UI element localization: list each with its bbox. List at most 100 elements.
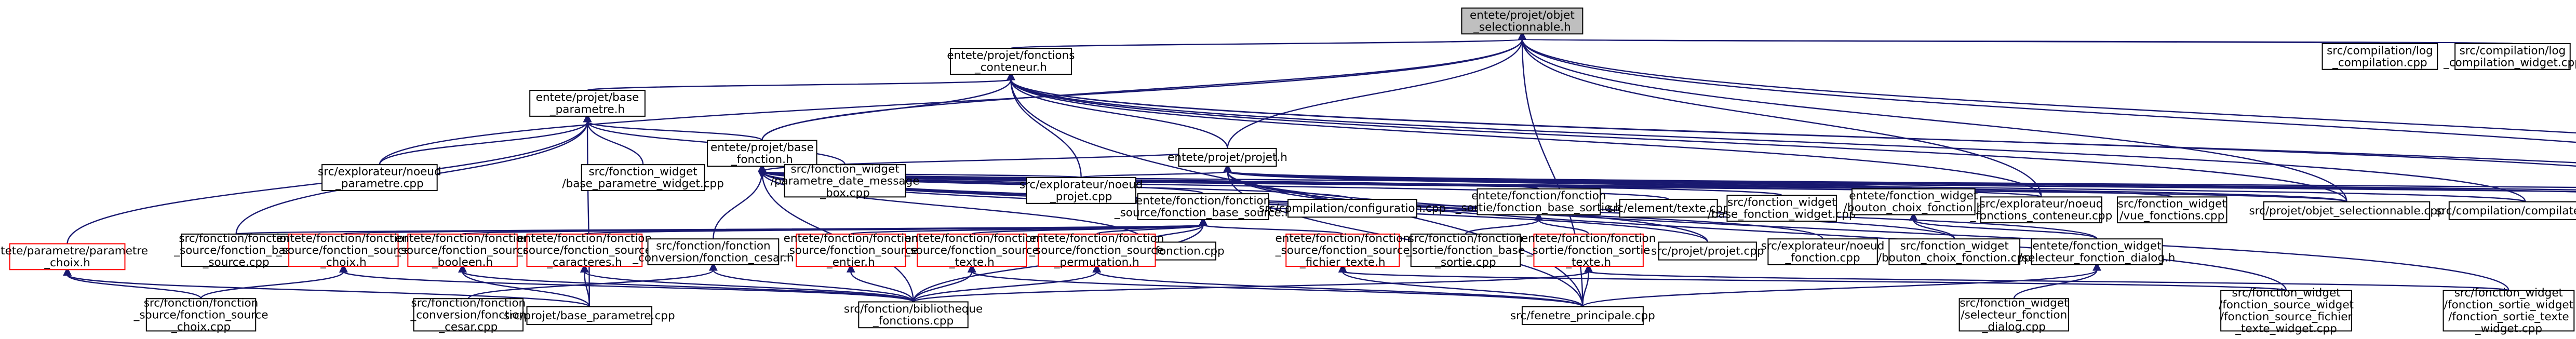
file-node[interactable]: entete/fonction/fonction_source/fonction…: [1275, 232, 1410, 269]
dependency-edge: [1518, 31, 2042, 197]
node-label: entete/fonction/fonction: [1136, 195, 1270, 208]
node-label: _source/fonction_source: [783, 244, 918, 257]
file-node[interactable]: src/fonction/fonction_conversion/fonctio…: [632, 238, 794, 265]
file-node[interactable]: src/fonction_widget/vue_fonctions.cpp: [2116, 196, 2228, 224]
node-box: [784, 164, 906, 198]
file-node[interactable]: src/explorateur/noeud_parametre.cpp: [318, 164, 441, 191]
file-node[interactable]: entete/fonction/fonction_source/fonction…: [395, 232, 530, 269]
node-box: [1461, 7, 1584, 35]
file-node[interactable]: entete/parametre/parametre_choix.h: [0, 243, 148, 270]
node-box: [1658, 241, 1757, 261]
node-label: src/explorateur/noeud: [318, 166, 441, 179]
node-box: [2443, 290, 2575, 332]
file-node[interactable]: src/compilation/configuration.cpp: [1259, 199, 1446, 218]
dependency-edge: [583, 113, 644, 165]
node-label: entete/fonction/fonction: [517, 232, 652, 245]
node-box: [858, 301, 969, 329]
file-node[interactable]: entete/fonction/fonction_source/fonction…: [276, 232, 411, 269]
file-node[interactable]: entete/projet/projet.h: [1168, 148, 1287, 167]
dependency-edge: [1223, 164, 2576, 193]
file-node[interactable]: entete/fonction/fonction_source/fonction…: [783, 232, 918, 269]
file-node[interactable]: entete/fonction_widget/selecteur_fonctio…: [2019, 238, 2176, 265]
node-label: _source/fonction_source: [1275, 244, 1410, 257]
node-label: src/compilation/log: [2460, 44, 2566, 57]
dependency-edge: [580, 263, 590, 307]
node-label: _source/fonction_source: [133, 308, 269, 321]
file-node[interactable]: entete/fonction/fonction_source/fonction…: [1114, 193, 1292, 220]
root-header-node[interactable]: entete/projet/objet_selectionnable.h: [1461, 7, 1584, 35]
dependency-edge: [1584, 264, 2510, 291]
node-label: _choix.cpp: [171, 320, 231, 333]
node-label: /fonction_sortie_texte: [2448, 310, 2569, 323]
file-node[interactable]: entete/fonction/fonction_source/fonction…: [1029, 232, 1164, 269]
file-node[interactable]: src/explorateur/noeud_projet.cpp: [1019, 177, 1143, 204]
dependency-edge: [1092, 263, 1584, 307]
node-label: src/fonction_widget: [790, 162, 899, 175]
node-label: src/element/texte.cpp: [1607, 202, 1730, 215]
node-label: entete/fonction/fonction: [905, 232, 1039, 245]
node-box: [145, 298, 257, 332]
node-label: entete/fonction_widget: [2032, 240, 2161, 253]
file-node[interactable]: entete/fonction/fonction_source/fonction…: [904, 232, 1039, 269]
file-node[interactable]: entete/fonction/fonction_sortie/fonction…: [1455, 188, 1622, 215]
node-box: [1851, 188, 1976, 215]
file-node[interactable]: src/element/texte.cpp: [1607, 199, 1730, 218]
file-node[interactable]: entete/fonction/fonction_source/fonction…: [517, 232, 652, 269]
file-node[interactable]: src/fonction/bibliotheque_fonctions.cpp: [844, 301, 983, 329]
node-label: entete/fonction/fonction: [1471, 189, 1606, 202]
file-node[interactable]: entete/fonction/fonction_sortie/fonction…: [1521, 232, 1656, 269]
node-label: /parametre_date_message: [771, 174, 920, 187]
file-node[interactable]: src/fonction_widget/parametre_date_messa…: [771, 162, 920, 199]
node-label: _box.cpp: [820, 186, 870, 199]
node-label: _fonctions_conteneur.cpp: [1970, 210, 2113, 223]
file-node[interactable]: src/fonction/fonction_sortie/fonction_ba…: [1406, 232, 1525, 269]
dependency-edge: [1518, 31, 2576, 134]
node-box: [796, 233, 906, 267]
file-node[interactable]: src/fonction/fonction_source/fonction_so…: [133, 296, 269, 333]
file-node[interactable]: src/fonction_widget/base_fonction_widget…: [1708, 195, 1856, 222]
node-label: _projet.cpp: [1050, 190, 1112, 203]
dependency-edge: [235, 217, 1208, 235]
node-box: [1619, 199, 1718, 218]
node-label: _compilation_widget.cpp: [2443, 56, 2576, 69]
node-label: _source/fonction_source: [904, 244, 1039, 257]
dependency-edge: [913, 263, 1593, 303]
file-node[interactable]: src/compilation/compilateur.cpp: [2436, 201, 2576, 220]
node-label: _parametre.h: [549, 103, 625, 116]
file-node[interactable]: src/projet/objet_selectionnable.cpp: [2249, 201, 2445, 220]
file-node[interactable]: src/explorateur/noeud_fonction.cpp: [1761, 238, 1885, 265]
file-node[interactable]: src/fonction_widget/selecteur_fonction_d…: [1958, 296, 2070, 333]
dependency-edge: [586, 71, 1015, 91]
file-node[interactable]: src/projet/base_parametre.cpp: [504, 306, 675, 326]
node-label: src/fonction_widget: [1960, 296, 2068, 309]
node-label: _dialog.cpp: [1982, 320, 2046, 333]
file-node[interactable]: src/fenetre_principale.cpp: [1510, 306, 1655, 326]
file-node[interactable]: src/fonction_widget/fonction_source_widg…: [2219, 287, 2354, 335]
node-label: src/fonction/fonction: [411, 296, 526, 309]
file-node[interactable]: src/explorateur/noeud_fonctions_conteneu…: [1970, 196, 2113, 224]
file-node[interactable]: src/projet/projet.cpp: [1651, 241, 1764, 261]
file-node[interactable]: src/fonction/fonction_conversion/fonctio…: [410, 296, 526, 333]
node-label: entete/fonction/fonction: [276, 232, 411, 245]
node-box: [413, 298, 524, 332]
node-label: src/projet/objet_selectionnable.cpp: [2249, 205, 2444, 218]
node-label: src/fonction/fonction: [144, 296, 259, 309]
file-node[interactable]: src/fonction_widget/base_parametre_widge…: [562, 164, 724, 191]
file-node[interactable]: src/fonction/fonction_source/fonction_ba…: [173, 232, 298, 269]
node-box: [2263, 201, 2431, 220]
file-node[interactable]: entete/projet/base_fonction.h: [707, 140, 817, 167]
file-node[interactable]: src/compilation/log_compilation_widget.c…: [2443, 43, 2576, 70]
file-node[interactable]: src/fonction_widget/fonction_sortie_widg…: [2443, 287, 2575, 335]
file-node[interactable]: src/fonction_widget/bouton_choix_fonctio…: [1878, 238, 2031, 265]
file-node[interactable]: entete/projet/fonctions_conteneur.h: [947, 48, 1075, 75]
node-label: _texte.h: [1565, 256, 1611, 269]
node-label: src/fonction_widget: [1727, 196, 1836, 209]
file-node[interactable]: entete/fonction_widget/bouton_choix_fonc…: [1844, 188, 1984, 215]
node-label: entete/fonction/fonction: [1029, 232, 1164, 245]
node-label: entete/projet/objet: [1470, 9, 1575, 22]
node-label: _sortie.cpp: [1434, 256, 1496, 269]
node-box: [1767, 238, 1878, 265]
file-node[interactable]: entete/projet/base_parametre.h: [529, 90, 646, 117]
file-node[interactable]: src/compilation/log_compilation.cpp: [2322, 43, 2438, 70]
dependency-edge: [1518, 31, 2576, 143]
